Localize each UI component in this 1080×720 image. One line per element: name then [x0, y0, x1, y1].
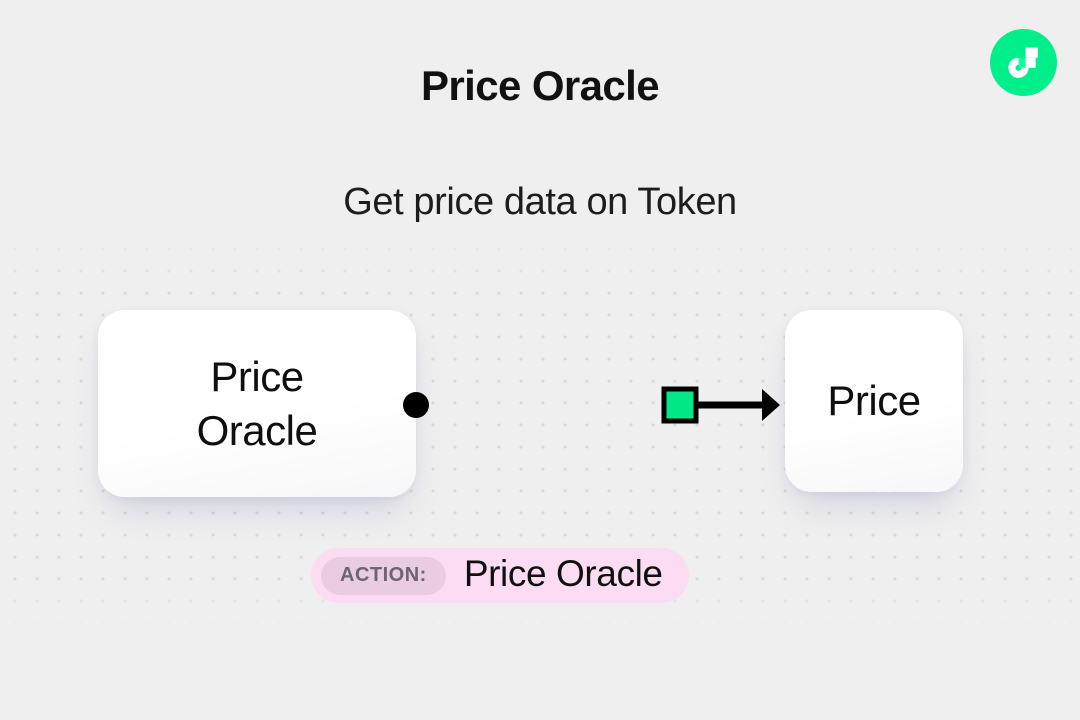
node-card-target[interactable]: Price	[785, 310, 963, 492]
page-subtitle: Get price data on Token	[343, 181, 737, 223]
edge-connector	[396, 376, 796, 432]
action-badge: ACTION: Price Oracle	[311, 548, 689, 603]
edge-marker-square	[661, 386, 699, 424]
node-card-source[interactable]: Price Oracle	[98, 310, 416, 497]
action-badge-tag: ACTION:	[321, 556, 446, 595]
action-badge-value: Price Oracle	[463, 553, 663, 594]
node-source-label: Price Oracle	[196, 352, 318, 454]
page-title: Price Oracle	[421, 62, 660, 109]
node-target-label: Price	[827, 377, 921, 425]
edge-arrowhead	[762, 389, 780, 421]
flow-logo-icon	[990, 29, 1057, 96]
